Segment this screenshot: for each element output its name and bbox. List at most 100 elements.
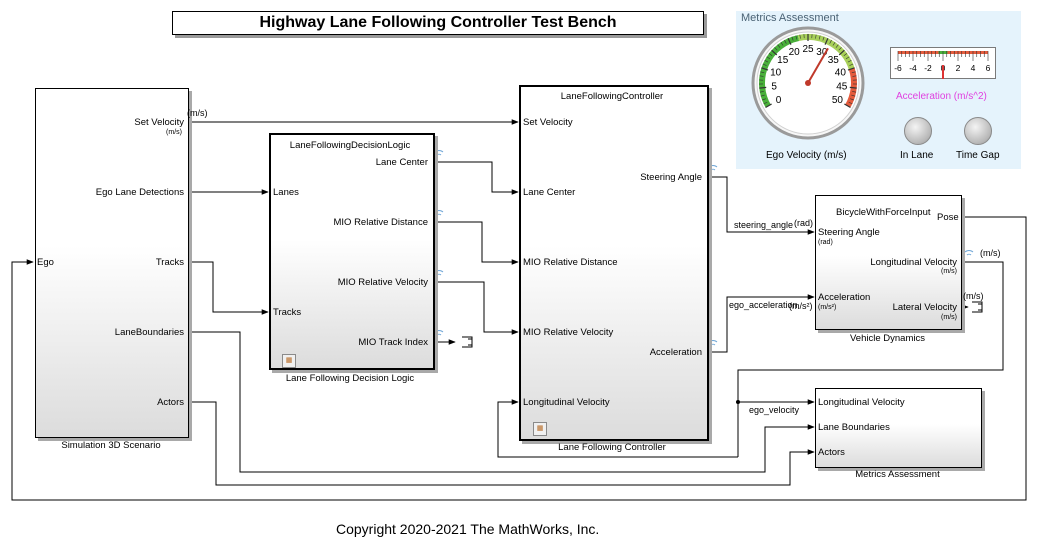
scenario-out-set-velocity-unit: (m/s) (166, 129, 182, 136)
time-gap-label: Time Gap (956, 150, 1000, 161)
line-steering (706, 176, 815, 235)
gauge-tick (845, 56, 850, 60)
gauge-tick (822, 36, 825, 41)
controller-block[interactable] (519, 85, 709, 441)
decision-out-mio-vel: MIO Relative Velocity (337, 277, 428, 288)
line-tracks (188, 261, 269, 315)
gauge-tick-label: 50 (832, 95, 844, 106)
gauge-label: Ego Velocity (m/s) (766, 150, 847, 161)
scenario-in-ego: Ego (37, 257, 54, 268)
line-mio-vel (432, 281, 519, 335)
gauge-tick (852, 75, 857, 77)
terminator-lat-vel (972, 301, 983, 313)
gauge-tick-label: 40 (835, 67, 847, 78)
gauge-tick (759, 91, 764, 93)
gauge-tick (771, 49, 778, 56)
gauge-needle (807, 47, 829, 84)
scenario-out-set-velocity: Set Velocity (134, 117, 184, 128)
gauge-tick (818, 35, 821, 40)
gauge-tick (774, 47, 778, 51)
gauge-tick (843, 53, 848, 57)
decision-out-mio-track: MIO Track Index (358, 337, 428, 348)
gauge-tick (838, 49, 845, 56)
vehicle-name: BicycleWithForceInput (836, 207, 931, 218)
linear-tick-label: 6 (986, 63, 991, 73)
signal-ego-acceleration: ego_acceleration (729, 300, 798, 310)
vehicle-out-lat-vel: Lateral Velocity (892, 302, 957, 313)
vehicle-caption: Vehicle Dynamics (850, 333, 925, 344)
gauge-tick (784, 39, 787, 44)
wireless-icon-long-vel (964, 250, 974, 256)
vehicle-dynamics-block[interactable] (815, 195, 962, 330)
vehicle-in-steering: Steering Angle (818, 227, 880, 238)
terminator-mio-track (462, 336, 473, 348)
decision-name: LaneFollowingDecisionLogic (289, 140, 411, 151)
vehicle-out-pose: Pose (937, 212, 959, 223)
gauge-tick-label: 30 (816, 47, 828, 58)
gauge-tick (850, 98, 855, 101)
controller-in-set-velocity: Set Velocity (523, 117, 573, 128)
linear-tick-label: -6 (894, 63, 902, 73)
line-actors (188, 401, 815, 486)
gauge-tick (763, 101, 768, 105)
gauge-tick (759, 86, 767, 89)
gauge-tick (768, 53, 773, 57)
decision-in-tracks: Tracks (273, 307, 302, 318)
wireless-icon-lane-center (434, 150, 444, 156)
controller-out-steering: Steering Angle (640, 172, 702, 183)
scenario-out-tracks: Tracks (155, 257, 184, 268)
signal-ego-velocity: ego_velocity (749, 405, 800, 415)
metrics-assessment-block[interactable] (815, 388, 982, 468)
line-accel (706, 294, 815, 353)
linear-color-band (898, 51, 939, 54)
gauge-tick (838, 47, 842, 51)
gauge-tick (849, 63, 854, 66)
wireless-icon-steering (708, 165, 718, 171)
gauge-tick (847, 67, 855, 71)
line-lane-center (432, 161, 519, 195)
gauge-tick (829, 39, 832, 44)
in-lane-lamp[interactable] (904, 117, 932, 145)
signal-accel-unit: (m/s²) (789, 301, 813, 311)
wireless-icon-mio-vel (434, 270, 444, 276)
linear-tick-label: -2 (924, 63, 932, 73)
line-pose (11, 216, 1027, 501)
time-gap-lamp[interactable] (964, 117, 992, 145)
gauge-tick-label: 35 (828, 55, 840, 66)
line-lane-boundaries (188, 331, 815, 473)
gauge-tick (832, 42, 836, 46)
model-reference-icon: ▦ (533, 422, 547, 436)
vehicle-out-long-vel-unit: (m/s) (941, 268, 957, 275)
in-lane-label: In Lane (900, 150, 934, 161)
signal-long-vel-unit: (m/s) (980, 248, 1001, 258)
decision-in-lanes: Lanes (273, 187, 299, 198)
simulation-3d-scenario-block[interactable] (35, 88, 189, 438)
gauge-tick (791, 36, 794, 41)
decision-out-lane-center: Lane Center (375, 157, 428, 168)
gauge-tick (848, 101, 853, 105)
decision-logic-block[interactable] (269, 133, 435, 370)
model-title: Highway Lane Following Controller Test B… (172, 11, 704, 35)
signal-steering-unit: (rad) (794, 218, 814, 228)
wireless-icon-mio-dist (434, 210, 444, 216)
gauge-tick-label: 10 (770, 67, 782, 78)
gauge-tick (780, 42, 784, 46)
model-reference-icon: ▦ (282, 354, 296, 368)
gauge-tick-label: 20 (789, 47, 801, 58)
controller-name: LaneFollowingController (560, 91, 664, 102)
scenario-out-lane-boundaries: LaneBoundaries (114, 327, 184, 338)
gauge-tick (760, 71, 765, 74)
gauge-tick (847, 60, 852, 63)
wireless-icon-accel (708, 340, 718, 346)
gauge-tick (761, 67, 769, 71)
gauge-tick (851, 71, 856, 74)
acceleration-linear-gauge[interactable]: -6-4-20246 (890, 47, 996, 79)
decision-caption: Lane Following Decision Logic (285, 373, 415, 384)
vehicle-in-steering-unit: (rad) (818, 239, 833, 246)
gauge-tick-label: 25 (802, 44, 814, 55)
metrics-in-lane-boundaries: Lane Boundaries (818, 422, 890, 433)
gauge-tick (852, 91, 857, 93)
